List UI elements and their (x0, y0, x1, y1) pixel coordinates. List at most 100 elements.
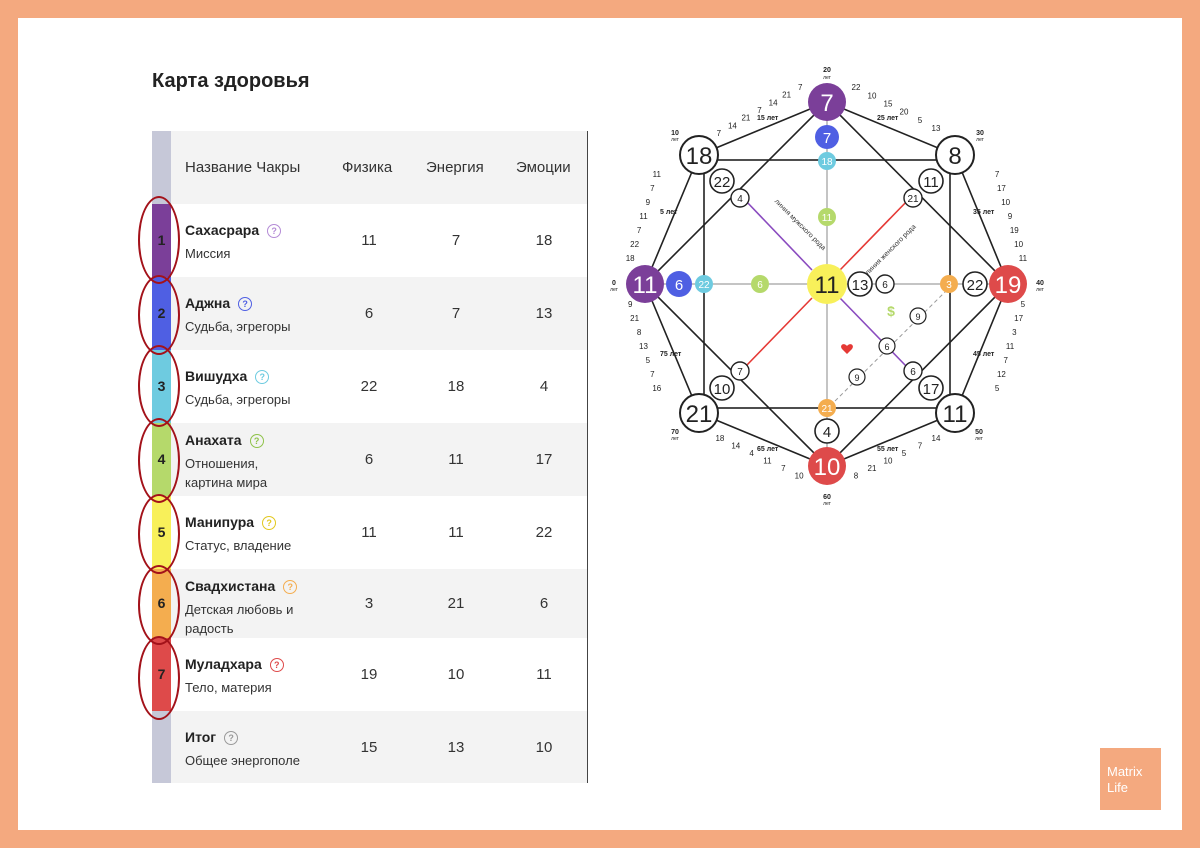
node-inner-tr2-value: 21 (907, 194, 919, 205)
node-right-3 (940, 275, 958, 293)
emotions-value: 13 (535, 305, 553, 322)
node-corner-tr (935, 135, 975, 175)
energy-value: 11 (448, 524, 464, 541)
emotions-value: 17 (535, 451, 553, 468)
help-icon[interactable]: ? (238, 297, 253, 311)
table-divider (587, 131, 588, 783)
age-20-unit: лет (823, 75, 832, 81)
age-10: 10 (671, 130, 679, 137)
node-bottom-2-value: 4 (823, 424, 831, 441)
node-left-2 (666, 271, 692, 297)
age-ring-number: 17 (997, 184, 1006, 193)
help-icon[interactable]: ? (269, 658, 284, 672)
chakra-name: Вишудха (185, 368, 248, 384)
node-right (989, 265, 1027, 303)
age-ring-number: 7 (798, 83, 803, 92)
age-ring-number: 12 (997, 370, 1006, 379)
age-ring-number: 21 (630, 314, 639, 323)
age-ring-number: 5 (918, 116, 923, 125)
physics-value: 3 (364, 595, 374, 612)
help-icon[interactable]: ? (262, 516, 277, 530)
chakra-meaning: Тело, материя (185, 680, 272, 695)
node-diag3-value: 9 (854, 373, 859, 383)
age-ring-number: 9 (646, 198, 651, 207)
chakra-meaning: Отношения, (185, 456, 259, 471)
node-corner-tr-value: 8 (948, 143, 961, 170)
node-inner-bl1-value: 10 (714, 381, 731, 398)
age-50-unit: лет (975, 436, 984, 442)
node-center (807, 264, 847, 304)
age-ring-number: 10 (795, 471, 804, 480)
age-ring-number: 18 (626, 254, 635, 263)
age-35: 35 лет (973, 209, 995, 216)
age-ring-number: 10 (884, 456, 893, 465)
node-left-4-value: 6 (757, 280, 763, 291)
chakra-meaning: Детская любовь и (185, 602, 294, 617)
help-icon[interactable]: ? (255, 370, 270, 384)
total-energy: 13 (447, 739, 465, 756)
help-icon[interactable]: ? (267, 224, 282, 238)
table-row: Манипура? Статус, владение 11 11 22 (171, 496, 587, 569)
node-top-2 (815, 125, 839, 149)
age-ring-number: 10 (1001, 198, 1010, 207)
node-center-value: 11 (815, 272, 840, 299)
node-corner-tl-value: 18 (686, 143, 713, 170)
age-ring-number: 16 (652, 384, 661, 393)
energy-value: 10 (447, 666, 465, 683)
node-inner-br2 (903, 361, 923, 381)
header-emotions: Эмоции (516, 159, 571, 176)
age-ring-number: 4 (749, 449, 754, 458)
node-left (626, 265, 664, 303)
physics-value: 11 (361, 524, 377, 541)
age-60: 60 (823, 494, 831, 501)
age-ring-number: 9 (1008, 212, 1013, 221)
age-ring-number: 7 (995, 170, 1000, 179)
age-65: 65 лет (757, 446, 779, 453)
chakra-meaning-line2: картина мира (185, 475, 268, 490)
node-left-2-value: 6 (675, 277, 683, 294)
help-icon[interactable]: ? (283, 580, 298, 594)
help-icon[interactable]: ? (249, 434, 264, 448)
node-corner-br-value: 11 (943, 401, 968, 428)
header-physics: Физика (342, 159, 393, 176)
age-ring-number: 5 (902, 449, 907, 458)
chakra-meaning: Миссия (185, 246, 231, 261)
header-energy: Энергия (426, 159, 484, 176)
node-inner-tr2 (903, 188, 923, 208)
female-line-arrow-2 (745, 297, 813, 367)
physics-value: 19 (360, 666, 378, 683)
age-ring-number: 22 (630, 240, 639, 249)
node-corner-br (935, 393, 975, 433)
age-ring-number: 5 (646, 356, 651, 365)
age-ring-number: 20 (900, 108, 909, 117)
node-center-up-value: 11 (822, 213, 833, 224)
table-header-row: Название Чакры Физика Энергия Эмоции (171, 131, 587, 204)
age-70: 70 (671, 429, 679, 436)
node-inner-tl1 (709, 168, 735, 194)
help-icon[interactable]: ? (224, 731, 239, 745)
annotation-oval-7 (138, 636, 180, 720)
node-diag3 (848, 368, 866, 386)
age-10-unit: лет (671, 137, 680, 143)
age-20: 20 (823, 67, 831, 74)
age-ring-number: 7 (637, 226, 642, 235)
table-total-row: Итог? Общее энергополе 15 13 10 (171, 711, 587, 783)
age-30-unit: лет (976, 137, 985, 143)
age-ring-number: 10 (868, 91, 877, 100)
emotions-value: 4 (539, 378, 549, 395)
node-center-r2 (875, 274, 895, 294)
node-left-value: 11 (633, 272, 658, 299)
node-top-3 (818, 152, 836, 170)
node-top (808, 83, 846, 121)
node-inner-bl2 (730, 361, 750, 381)
age-45: 45 лет (973, 351, 995, 358)
logo-line2: Life (1107, 780, 1128, 795)
node-inner-bl2-value: 7 (737, 367, 743, 378)
age-ring-number: 22 (852, 83, 861, 92)
node-right-2-value: 22 (967, 277, 984, 294)
node-inner-br1-value: 17 (923, 381, 940, 398)
node-diag1-value: 9 (915, 312, 920, 322)
node-left-3-value: 22 (698, 280, 710, 291)
heart-icon (841, 344, 853, 354)
